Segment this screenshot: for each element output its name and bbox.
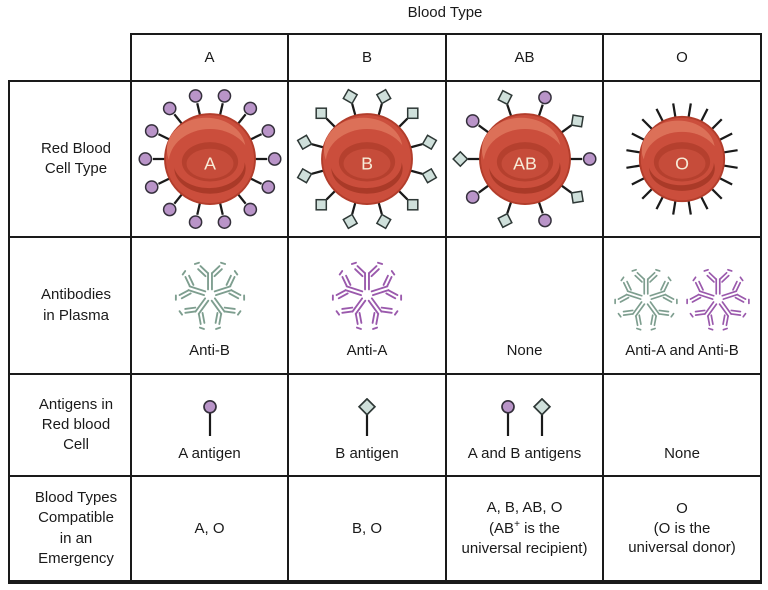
row-label-text: Blood Types Compatible in an Emergency xyxy=(34,489,118,567)
row-label-antibodies: Antibodies in Plasma xyxy=(8,236,132,375)
antibody-stars xyxy=(170,253,250,337)
header-row: A B AB O xyxy=(9,33,762,82)
column-header-o: O xyxy=(602,33,762,82)
antigen-pins xyxy=(197,398,223,440)
antibody-cell-o: Anti-A and Anti-B xyxy=(602,236,762,375)
antigen-label: A and B antigens xyxy=(467,444,582,462)
column-header-a: A xyxy=(130,33,289,82)
row-label-rbc: Red Blood Cell Type xyxy=(8,80,132,238)
column-header-ab: AB xyxy=(445,33,604,82)
row-label-text: Antibodies in Plasma xyxy=(40,286,112,324)
antigen-label: None xyxy=(664,444,700,462)
anti-b-antibody-icon xyxy=(174,261,245,330)
svg-text:A: A xyxy=(204,153,216,173)
antigen-cell-o: None xyxy=(602,373,762,477)
b-antigen-icon xyxy=(532,397,551,436)
svg-text:O: O xyxy=(675,153,689,173)
antibody-cell-a: Anti-B xyxy=(130,236,289,375)
antibody-stars xyxy=(327,253,407,337)
emergency-cell-a: A, O xyxy=(130,475,289,584)
antigen-pins xyxy=(354,397,380,440)
antibody-cell-ab: None xyxy=(445,236,604,375)
rbc-graphic-wrap: A xyxy=(132,84,287,234)
row-label-emergency: Blood Types Compatible in an Emergency xyxy=(8,475,132,584)
antigen-label: B antigen xyxy=(335,444,399,462)
column-header-b: B xyxy=(287,33,447,82)
rbc-graphic-wrap: B xyxy=(289,84,445,234)
anti-a-antibody-icon xyxy=(331,261,403,330)
rbc-cell-b: B xyxy=(287,80,447,238)
antibody-label: Anti-A and Anti-B xyxy=(625,342,739,359)
figure-title: Blood Type xyxy=(407,4,483,21)
emergency-compatibility-text: B, O xyxy=(351,519,382,537)
antigen-cell-a: A antigen xyxy=(130,373,289,477)
red-blood-cell-graphic: O xyxy=(626,103,738,215)
svg-text:B: B xyxy=(361,153,373,173)
antigen-cell-b: B antigen xyxy=(287,373,447,477)
anti-b-antibody-icon xyxy=(614,268,678,331)
emergency-compatibility-text: A, O xyxy=(194,519,225,537)
corner-cell xyxy=(9,34,131,81)
antigen-cell-ab: A and B antigens xyxy=(445,373,604,477)
antibody-label: Anti-A xyxy=(346,342,388,359)
antigen-label: A antigen xyxy=(178,444,241,462)
rbc-cell-ab: AB xyxy=(445,80,604,238)
antibody-stars xyxy=(610,261,754,337)
antigen-pins xyxy=(495,397,555,440)
rbc-graphic-wrap: AB xyxy=(447,84,602,234)
red-blood-cell-graphic: AB xyxy=(451,89,597,229)
emergency-cell-b: B, O xyxy=(287,475,447,584)
row-antibodies-in-plasma: Antibodies in Plasma Anti-B Anti-A None … xyxy=(8,236,762,375)
antibody-cell-b: Anti-A xyxy=(287,236,447,375)
row-label-antigens: Antigens in Red blood Cell xyxy=(8,373,132,477)
rbc-cell-a: A xyxy=(130,80,289,238)
row-red-blood-cell-type: Red Blood Cell Type A B AB xyxy=(8,80,762,238)
a-antigen-icon xyxy=(500,399,515,436)
blood-type-table: A B AB O Red Blood Cell Type A B xyxy=(8,33,762,584)
rbc-cell-o: O xyxy=(602,80,762,238)
antibody-label: None xyxy=(506,342,543,359)
row-label-text: Red Blood Cell Type xyxy=(40,139,112,177)
rbc-graphic-wrap: O xyxy=(604,84,760,234)
anti-a-antibody-icon xyxy=(686,268,750,331)
red-blood-cell-graphic: A xyxy=(137,89,282,229)
row-antigens-in-red-blood-cell: Antigens in Red blood Cell A antigen B a… xyxy=(8,373,762,477)
row-label-text: Antigens in Red blood Cell xyxy=(38,395,114,454)
b-antigen-icon xyxy=(357,397,377,436)
a-antigen-icon xyxy=(202,399,217,436)
row-emergency-compatibility: Blood Types Compatible in an Emergency A… xyxy=(8,475,762,584)
red-blood-cell-graphic: B xyxy=(296,88,438,230)
svg-text:AB: AB xyxy=(513,153,537,173)
antibody-label: Anti-B xyxy=(189,342,230,359)
